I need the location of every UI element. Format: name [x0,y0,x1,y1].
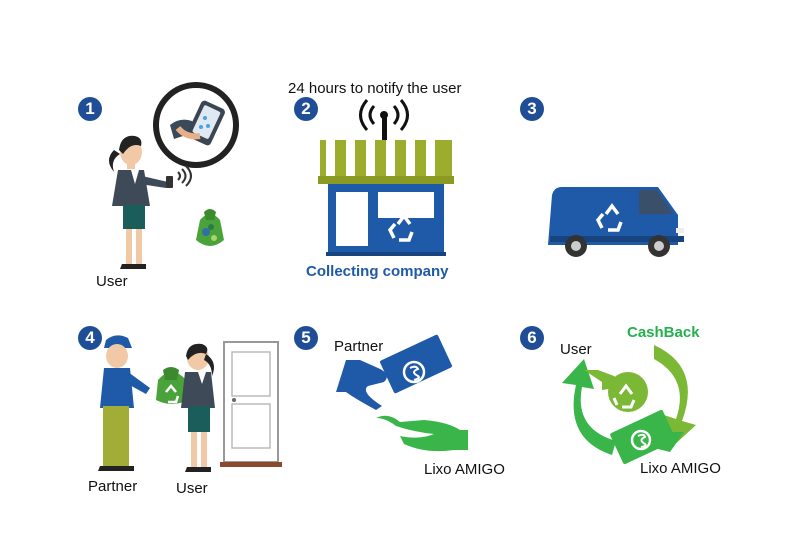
hand-with-recycle-icon [584,370,648,412]
step-1-user-label: User [96,273,128,290]
partner-man-icon [98,335,150,471]
recycle-icon [387,213,414,242]
step-6-badge: 6 [520,326,544,350]
step-6-user-label: User [560,341,592,358]
step-5-partner-label: Partner [334,338,384,355]
step-4-badge: 4 [78,326,102,350]
step-3-badge: 3 [520,97,544,121]
step-1-badge: 1 [78,97,102,121]
woman-user-icon [181,343,215,472]
cycle-arrows-icon [562,345,696,455]
hand-with-money-icon [336,334,452,410]
step-4-user-label: User [176,480,208,497]
hand-with-money-icon [610,409,684,465]
woman-user-icon [109,135,173,269]
door-icon [220,341,282,467]
step-5-badge: 5 [294,326,318,350]
trash-bag-icon [156,367,188,404]
step-2-collecting-company-label: Collecting company [306,263,449,280]
step-6-lixo-amigo-label: Lixo AMIGO [640,460,721,477]
step-5-lixo-amigo-label: Lixo AMIGO [424,461,505,478]
smartphone-tap-icon [153,82,239,168]
step-2-notify-label: 24 hours to notify the user [288,80,462,97]
recycle-icon [595,203,623,232]
receiving-hand-icon [376,415,468,452]
step-4-partner-label: Partner [88,478,138,495]
step-2-badge: 2 [294,97,318,121]
green-trash-bag-icon [196,209,224,246]
wifi-signal-icon [177,165,192,187]
collecting-store-icon [318,140,454,256]
step-6-cashback-label: CashBack [627,324,700,341]
delivery-van-icon [548,187,684,257]
antenna-icon [359,99,409,142]
